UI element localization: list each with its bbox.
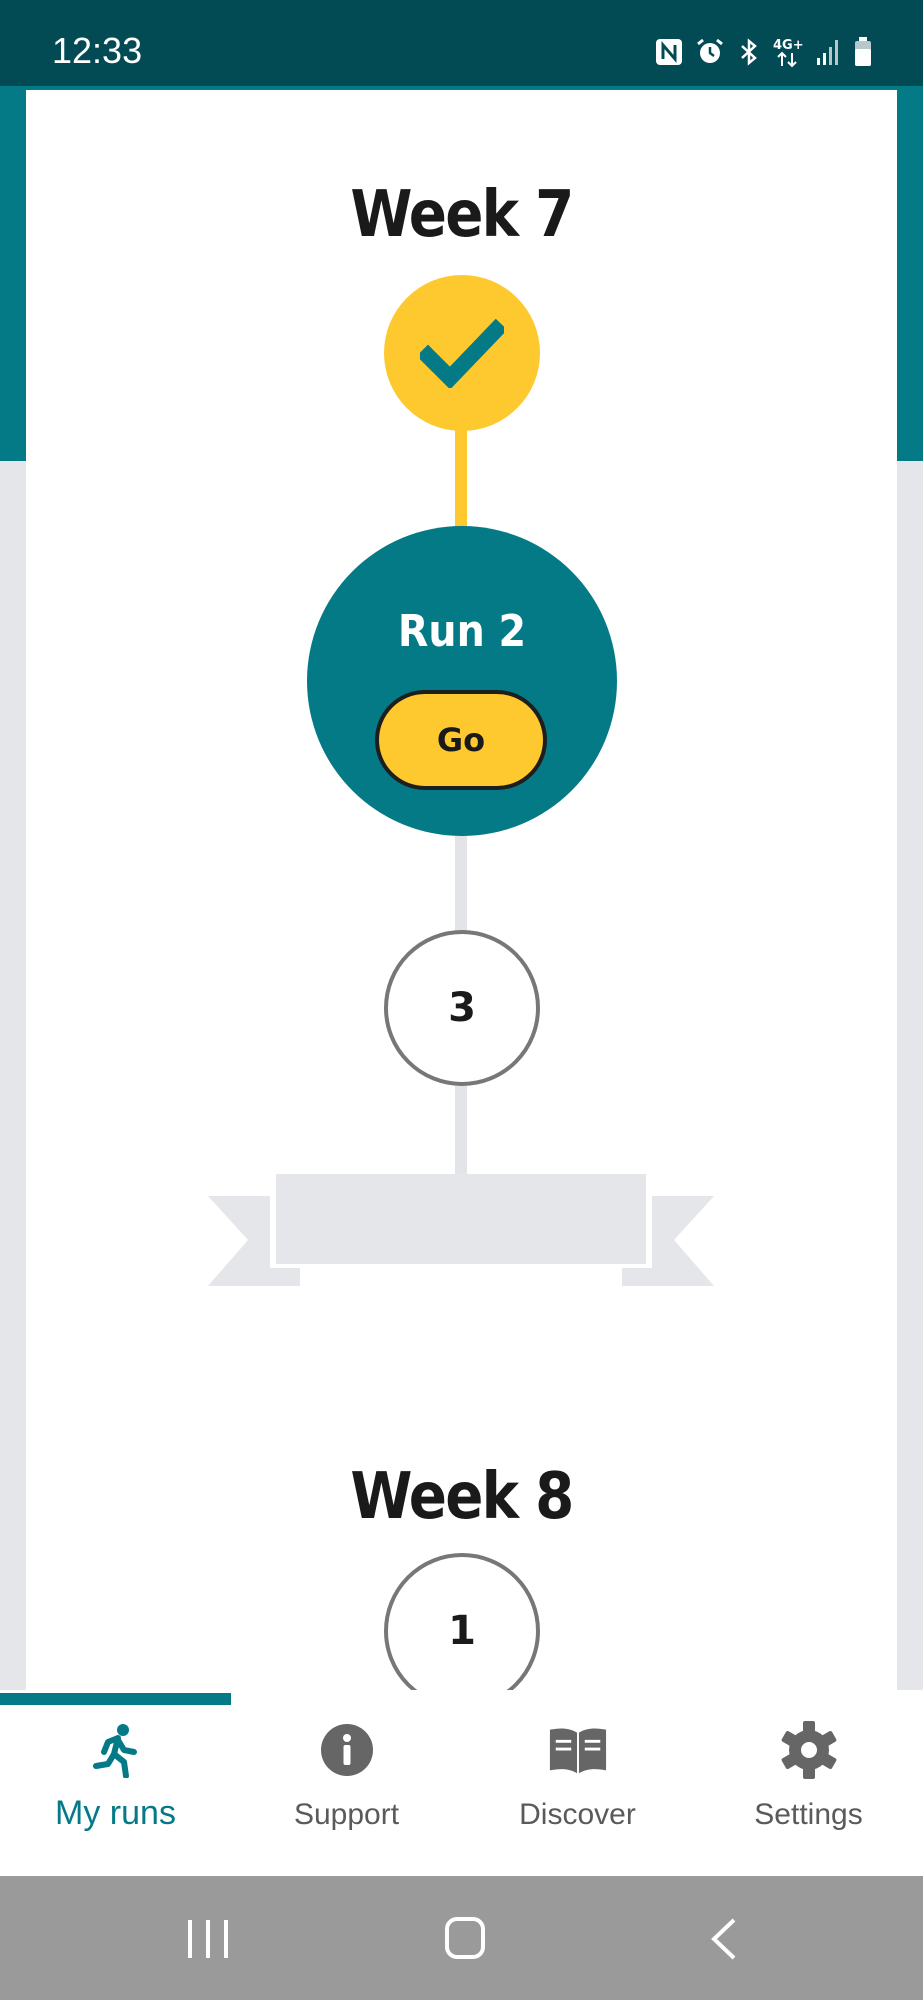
nav-label-my-runs: My runs [55,1794,176,1832]
runner-icon [86,1720,146,1780]
bluetooth-icon [741,38,757,66]
nav-label-discover: Discover [519,1798,636,1831]
nav-support[interactable]: Support [231,1720,462,1870]
recent-apps-icon[interactable] [186,1918,230,1960]
nav-label-support: Support [293,1798,400,1831]
alarm-icon [697,38,723,63]
nav-active-indicator [0,1693,231,1705]
week-8-run-1-circle[interactable]: 1 [384,1553,540,1709]
book-icon [548,1720,608,1780]
week-complete-banner [208,1174,714,1286]
back-icon[interactable] [708,1916,740,1962]
battery-icon [855,37,871,66]
week-7-title: Week 7 [350,178,574,252]
home-icon[interactable] [444,1916,486,1960]
check-icon [420,318,504,388]
status-bar: 12:33 4G+ [0,0,923,86]
nfc-icon [656,39,682,65]
run-3-circle[interactable]: 3 [384,930,540,1086]
run-2-current: Run 2 Go [307,526,617,836]
signal-icon [817,40,838,65]
4g-plus-icon: 4G+ [773,38,803,68]
bottom-nav [0,1690,923,1876]
connector-done [455,420,467,530]
info-icon [317,1720,377,1780]
connector-upcoming [455,830,467,935]
nav-label-settings: Settings [754,1798,863,1831]
status-icons: 4G+ [655,36,873,68]
week-8-title: Week 8 [350,1460,574,1534]
nav-discover[interactable]: Discover [462,1720,693,1870]
nav-my-runs[interactable]: My runs [0,1720,231,1870]
run-1-completed[interactable] [384,275,540,431]
svg-text:4G+: 4G+ [773,38,803,53]
status-time: 12:33 [52,30,143,71]
connector-to-banner [455,1080,467,1180]
gear-icon [779,1720,839,1780]
system-nav-bar [0,1876,923,2000]
current-run-label: Run 2 [397,606,527,657]
go-button[interactable]: Go [375,690,547,790]
nav-settings[interactable]: Settings [693,1720,923,1870]
